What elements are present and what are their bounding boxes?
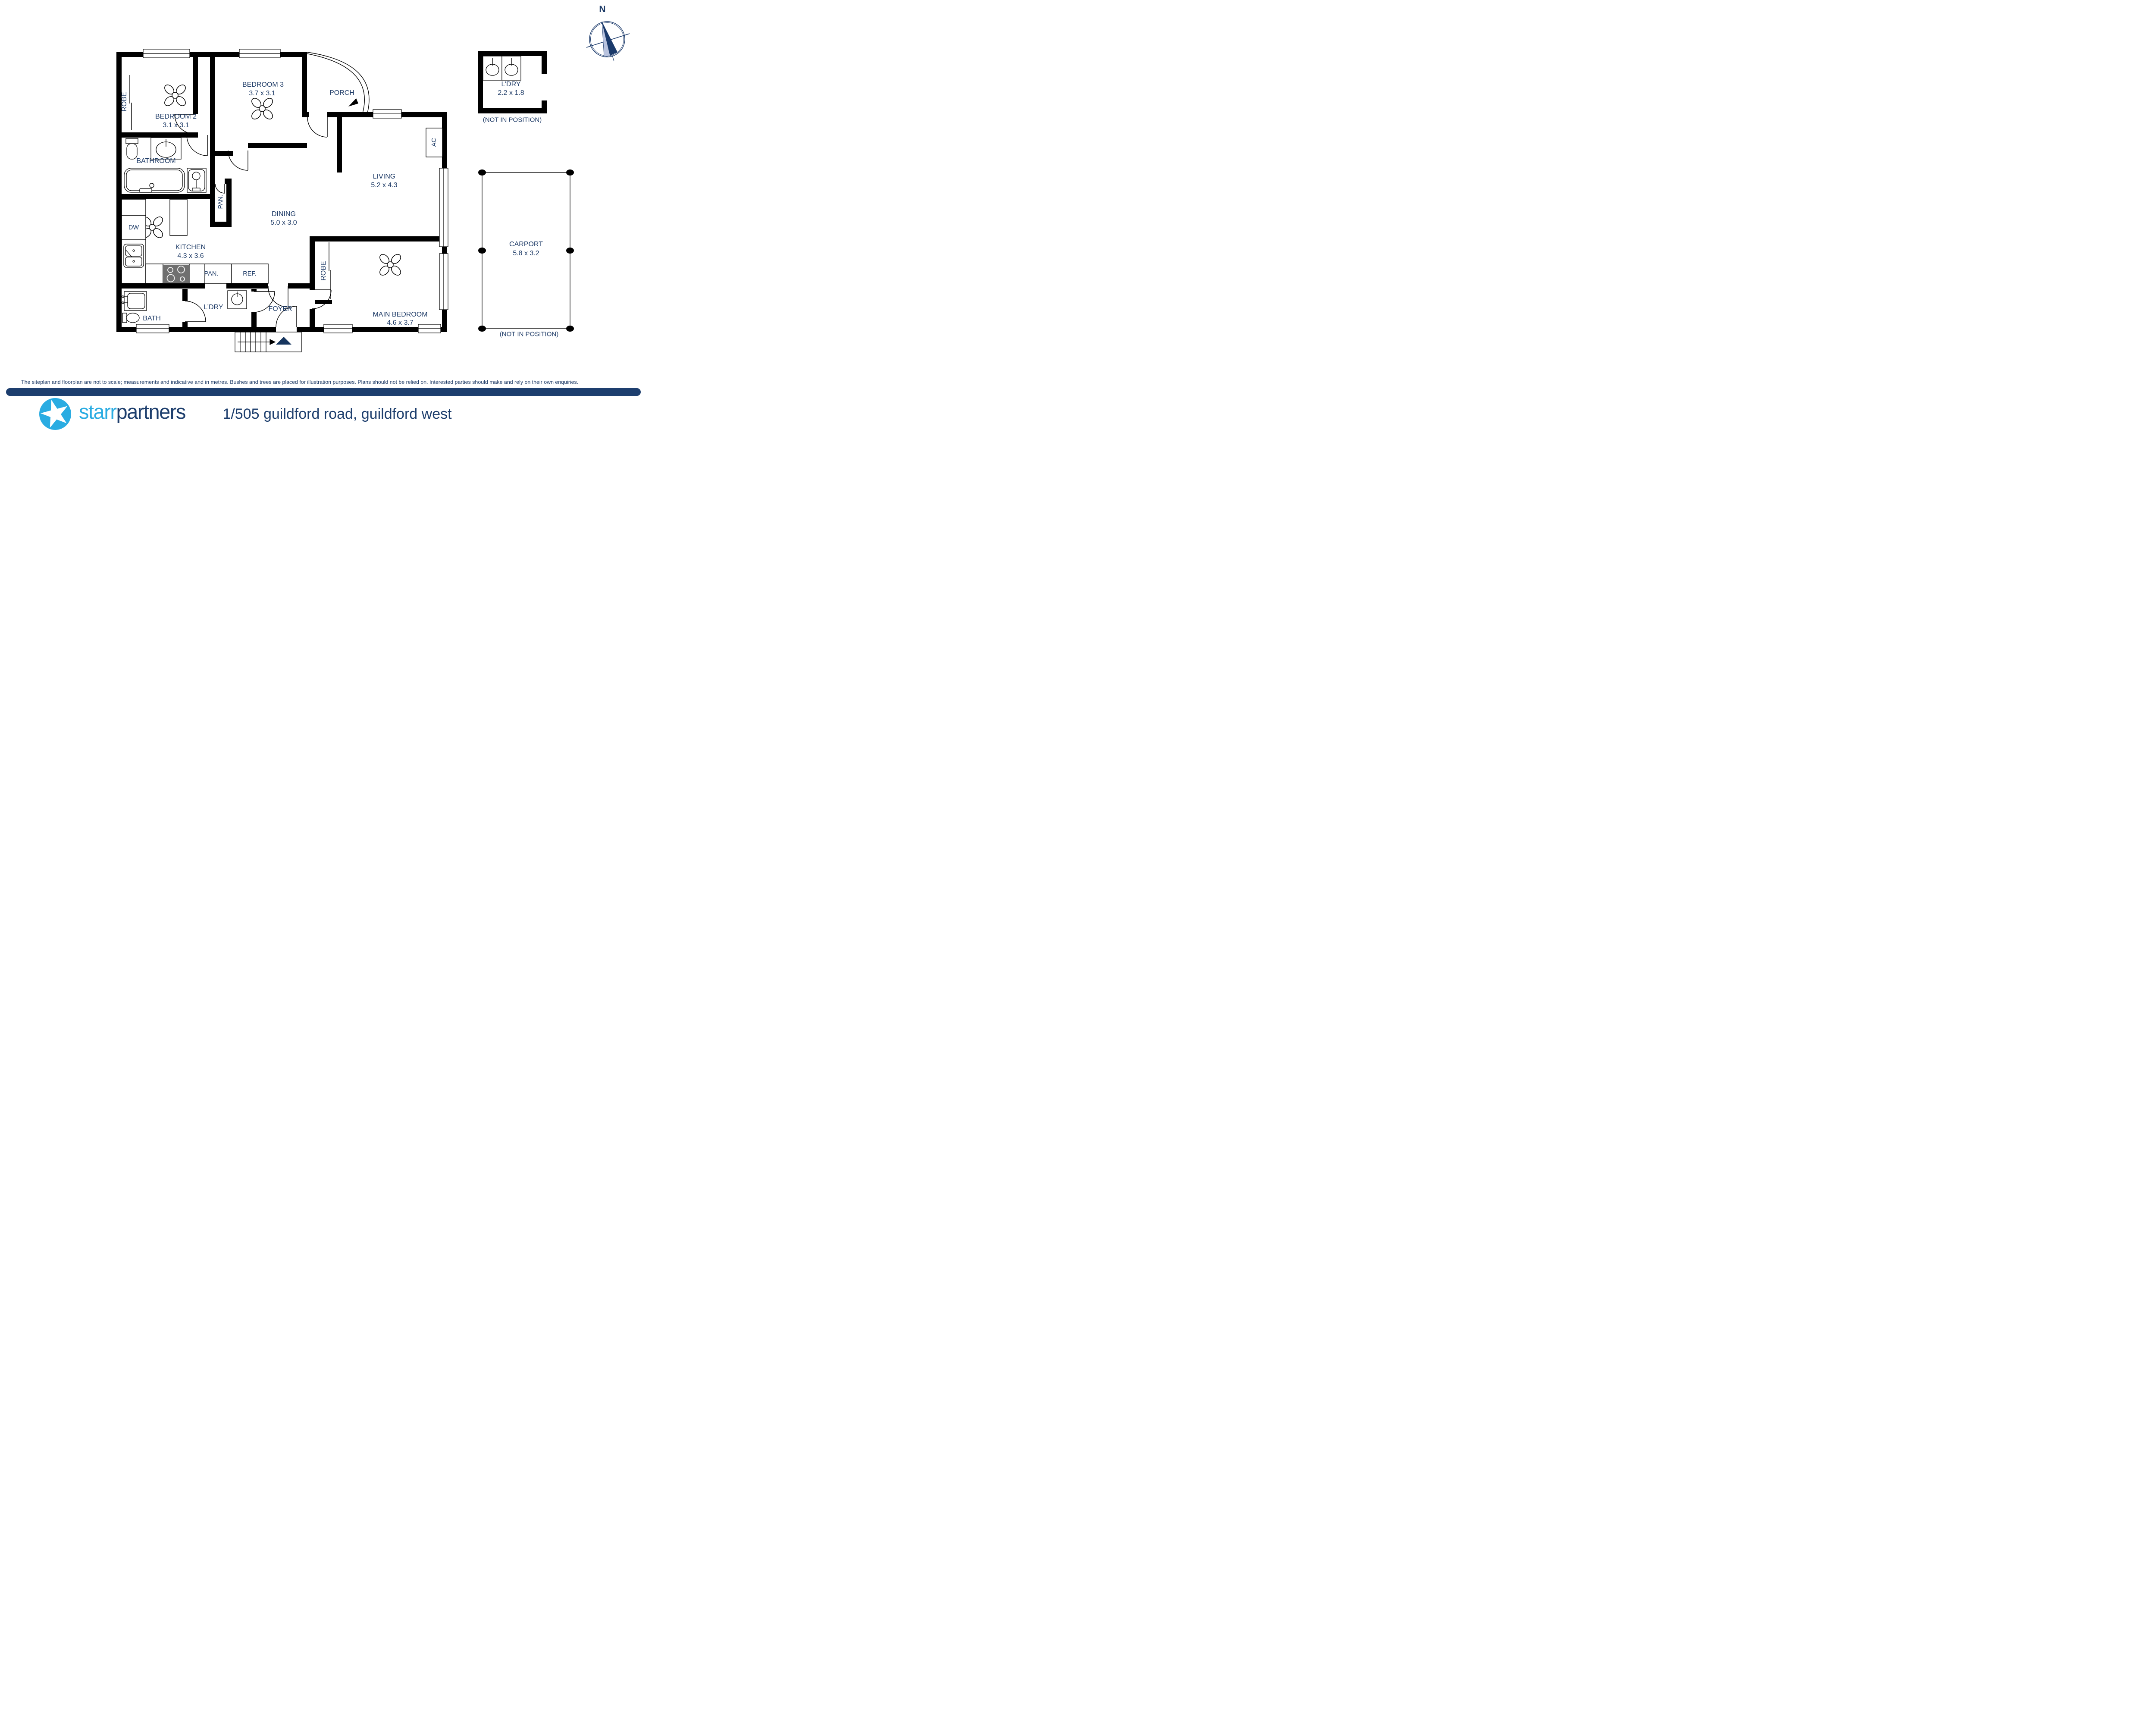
entry-arrow-icon bbox=[276, 337, 291, 345]
wall bbox=[226, 179, 232, 227]
dishwasher-label: DW bbox=[128, 224, 139, 231]
main-bedroom-dims: 4.6 x 3.7 bbox=[387, 319, 414, 327]
wall bbox=[122, 194, 210, 199]
divider-bar bbox=[6, 388, 641, 396]
wall bbox=[116, 52, 122, 332]
ceiling-fan-icon bbox=[162, 82, 188, 108]
porch-arrow-icon bbox=[348, 98, 358, 107]
brand-logo-icon bbox=[39, 398, 71, 430]
wall bbox=[182, 322, 188, 327]
floorplan-page: N ROBE BEDROOM 2 3.1 x 3.1 BEDROOM 3 3.7… bbox=[0, 0, 647, 431]
main-bedroom-name: MAIN BEDROOM bbox=[373, 311, 428, 319]
pantry-closet-label: PAN. bbox=[217, 194, 224, 209]
ac-label: AC bbox=[430, 138, 438, 147]
wall bbox=[215, 222, 232, 227]
wall bbox=[542, 51, 547, 74]
ac-unit-box bbox=[426, 128, 443, 157]
wall bbox=[327, 112, 374, 117]
compass-label: N bbox=[599, 4, 606, 15]
disclaimer-text: The siteplan and floorplan are not to sc… bbox=[21, 379, 579, 385]
carport-name: CARPORT bbox=[509, 241, 543, 248]
wall bbox=[251, 312, 257, 327]
ceiling-fan-icon bbox=[249, 96, 275, 122]
kitchen-dims: 4.3 x 3.6 bbox=[177, 252, 204, 260]
laundry-unit-dims: 2.2 x 1.8 bbox=[498, 89, 524, 97]
kitchen-name: KITCHEN bbox=[175, 244, 206, 251]
carport-dims: 5.8 x 3.2 bbox=[513, 250, 539, 257]
wall bbox=[210, 151, 233, 156]
fridge-label: REF. bbox=[243, 270, 257, 277]
property-address: 1/505 guildford road, guildford west bbox=[222, 406, 452, 422]
carport-outline bbox=[478, 169, 574, 332]
wall bbox=[310, 309, 315, 327]
carport-post-icon bbox=[478, 169, 574, 332]
wall bbox=[251, 289, 257, 292]
wall bbox=[193, 57, 198, 114]
wall bbox=[478, 51, 547, 56]
cooktop-icon bbox=[163, 265, 190, 283]
robe-main-bedroom-label: ROBE bbox=[320, 261, 328, 281]
wall bbox=[122, 132, 198, 138]
bedroom2-name: BEDROOM 2 bbox=[155, 113, 197, 121]
wall bbox=[116, 283, 205, 289]
robe-bedroom2-label: ROBE bbox=[121, 92, 128, 112]
laundry-unit-name: L’DRY bbox=[501, 81, 521, 88]
plan-linework bbox=[39, 21, 630, 430]
bedroom3-dims: 3.7 x 3.1 bbox=[249, 90, 276, 97]
brand-wordmark: starrpartners bbox=[79, 400, 186, 423]
living-name: LIVING bbox=[373, 173, 396, 181]
bedroom2-dims: 3.1 x 3.1 bbox=[163, 122, 189, 129]
wall bbox=[478, 51, 483, 113]
ceiling-fan-icon bbox=[377, 252, 403, 278]
brand-part1: starr bbox=[79, 400, 117, 423]
stairs bbox=[235, 332, 302, 352]
door-swing bbox=[174, 114, 332, 327]
laundry-unit-note: (NOT IN POSITION) bbox=[483, 116, 542, 124]
wall bbox=[478, 108, 547, 113]
wall bbox=[210, 151, 215, 227]
bath-name: BATH bbox=[143, 315, 161, 323]
dining-dims: 5.0 x 3.0 bbox=[270, 219, 297, 227]
dining-name: DINING bbox=[272, 210, 296, 218]
wall bbox=[315, 300, 332, 304]
wall bbox=[310, 236, 442, 242]
bathroom-fixtures bbox=[124, 137, 207, 193]
wall bbox=[337, 117, 342, 172]
wall bbox=[288, 283, 315, 289]
bedroom3-name: BEDROOM 3 bbox=[242, 81, 284, 89]
porch-arc bbox=[303, 52, 370, 113]
wall bbox=[401, 112, 447, 117]
bathroom-name: BATHROOM bbox=[136, 157, 176, 165]
kitchen-sink-icon bbox=[123, 244, 144, 268]
foyer-name: FOYER bbox=[268, 305, 292, 313]
toilet-icon bbox=[125, 138, 138, 144]
wall bbox=[182, 289, 188, 301]
living-dims: 5.2 x 4.3 bbox=[371, 182, 398, 189]
wall bbox=[210, 57, 215, 151]
wall bbox=[310, 242, 315, 290]
toilet-icon bbox=[126, 143, 138, 160]
washer-dryer-icons bbox=[483, 56, 521, 81]
kitchen-counter bbox=[121, 199, 269, 284]
bath-laundry-fixtures bbox=[122, 290, 247, 323]
robe-lines bbox=[129, 75, 331, 299]
pantry-counter-label: PAN. bbox=[204, 270, 219, 277]
wall bbox=[302, 52, 307, 117]
wall bbox=[542, 100, 547, 113]
compass-icon bbox=[586, 21, 630, 62]
wall bbox=[226, 283, 268, 289]
window bbox=[136, 49, 448, 333]
carport-note: (NOT IN POSITION) bbox=[499, 330, 559, 338]
laundry-name: L’DRY bbox=[204, 304, 223, 311]
wall bbox=[248, 143, 307, 148]
wall bbox=[302, 112, 309, 117]
porch-name: PORCH bbox=[329, 89, 354, 97]
brand-part2: partners bbox=[116, 400, 186, 423]
